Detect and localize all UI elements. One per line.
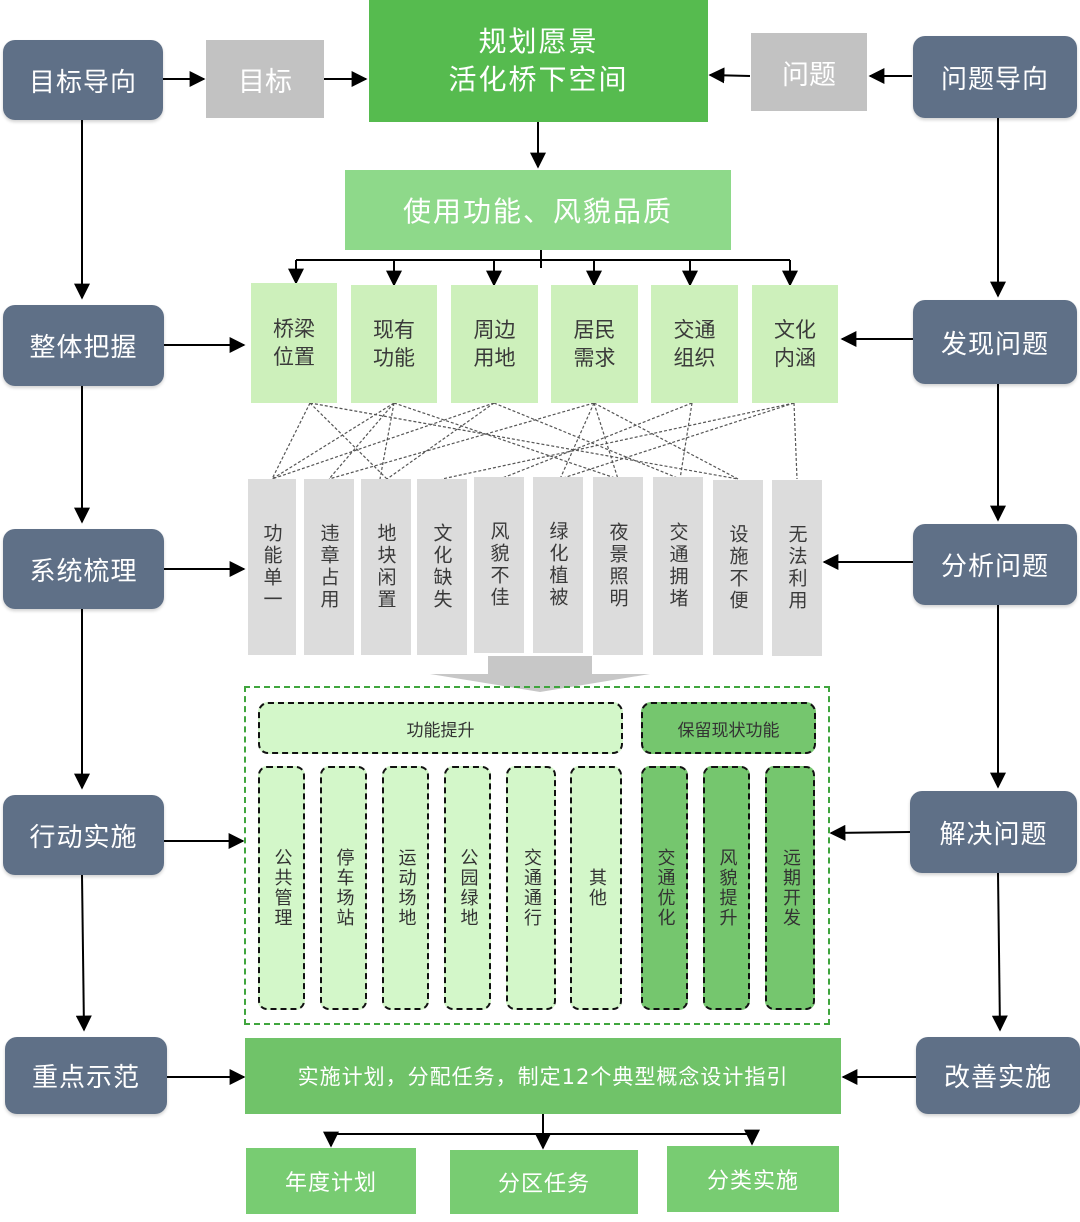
problem-night-lighting: 夜景照明 <box>593 477 643 655</box>
output-annual-plan: 年度计划 <box>246 1148 416 1214</box>
implementation-banner: 实施计划，分配任务，制定12个典型概念设计指引 <box>245 1038 841 1114</box>
action-implement-box: 行动实施 <box>3 795 164 875</box>
key-demo-box: 重点示范 <box>5 1037 167 1114</box>
factor-existing-function: 现有 功能 <box>351 285 437 403</box>
problem-box: 问题 <box>751 33 867 111</box>
goal-box: 目标 <box>206 40 324 118</box>
measure-park-green: 公园绿地 <box>444 766 491 1010</box>
vision-box: 规划愿景 活化桥下空间 <box>369 0 708 122</box>
quality-banner: 使用功能、风貌品质 <box>345 170 731 250</box>
measure-long-term-development: 远期开发 <box>765 766 815 1010</box>
measure-parking-station: 停车场站 <box>320 766 367 1010</box>
analyze-problem-box: 分析问题 <box>913 524 1077 605</box>
arrow-solve-measures <box>829 824 911 841</box>
factor-bridge-location: 桥梁 位置 <box>251 283 337 403</box>
problem-inconvenient-facilities: 设施不便 <box>713 480 763 655</box>
group-function-upgrade: 功能提升 <box>258 702 623 754</box>
measure-appearance-upgrade: 风貌提升 <box>703 766 750 1010</box>
measures-container <box>244 686 830 1025</box>
problem-unusable: 无法利用 <box>772 480 822 656</box>
problem-traffic-jam: 交通拥堵 <box>653 477 703 655</box>
factor-cultural-meaning: 文化 内涵 <box>752 285 838 403</box>
system-sort-box: 系统梳理 <box>3 529 164 609</box>
measure-sports-ground: 运动场地 <box>382 766 429 1010</box>
problem-greenery: 绿化植被 <box>533 477 583 653</box>
problem-poor-appearance: 风貌不佳 <box>474 477 524 653</box>
goal-oriented-box: 目标导向 <box>3 40 163 120</box>
arrow-problem-b <box>708 67 751 84</box>
solve-problem-box: 解决问题 <box>910 791 1077 873</box>
measure-other: 其他 <box>570 766 622 1010</box>
measure-traffic-optimization: 交通优化 <box>641 766 688 1010</box>
measure-traffic-pass: 交通通行 <box>506 766 556 1010</box>
factor-surrounding-land: 周边 用地 <box>451 285 538 403</box>
problem-illegal-occupation: 违章占用 <box>304 479 354 655</box>
overall-grasp-box: 整体把握 <box>3 305 164 386</box>
wide-down-arrow <box>430 656 650 692</box>
output-zone-tasks: 分区任务 <box>450 1150 638 1214</box>
problem-idle-land: 地块闲置 <box>361 479 411 655</box>
measure-public-management: 公共管理 <box>258 766 305 1010</box>
arrow-left-4 <box>75 874 92 1032</box>
group-keep-current-function: 保留现状功能 <box>641 702 816 754</box>
output-category-implementation: 分类实施 <box>667 1146 839 1212</box>
problem-single-function: 功能单一 <box>248 479 296 655</box>
improve-implement-box: 改善实施 <box>916 1037 1080 1114</box>
factor-resident-needs: 居民 需求 <box>551 285 638 403</box>
problem-culture-lacking: 文化缺失 <box>417 479 467 655</box>
problem-oriented-box: 问题导向 <box>913 36 1077 118</box>
factor-traffic-organization: 交通 组织 <box>651 285 738 403</box>
find-problem-box: 发现问题 <box>913 300 1077 384</box>
arrow-right-4 <box>991 872 1008 1032</box>
